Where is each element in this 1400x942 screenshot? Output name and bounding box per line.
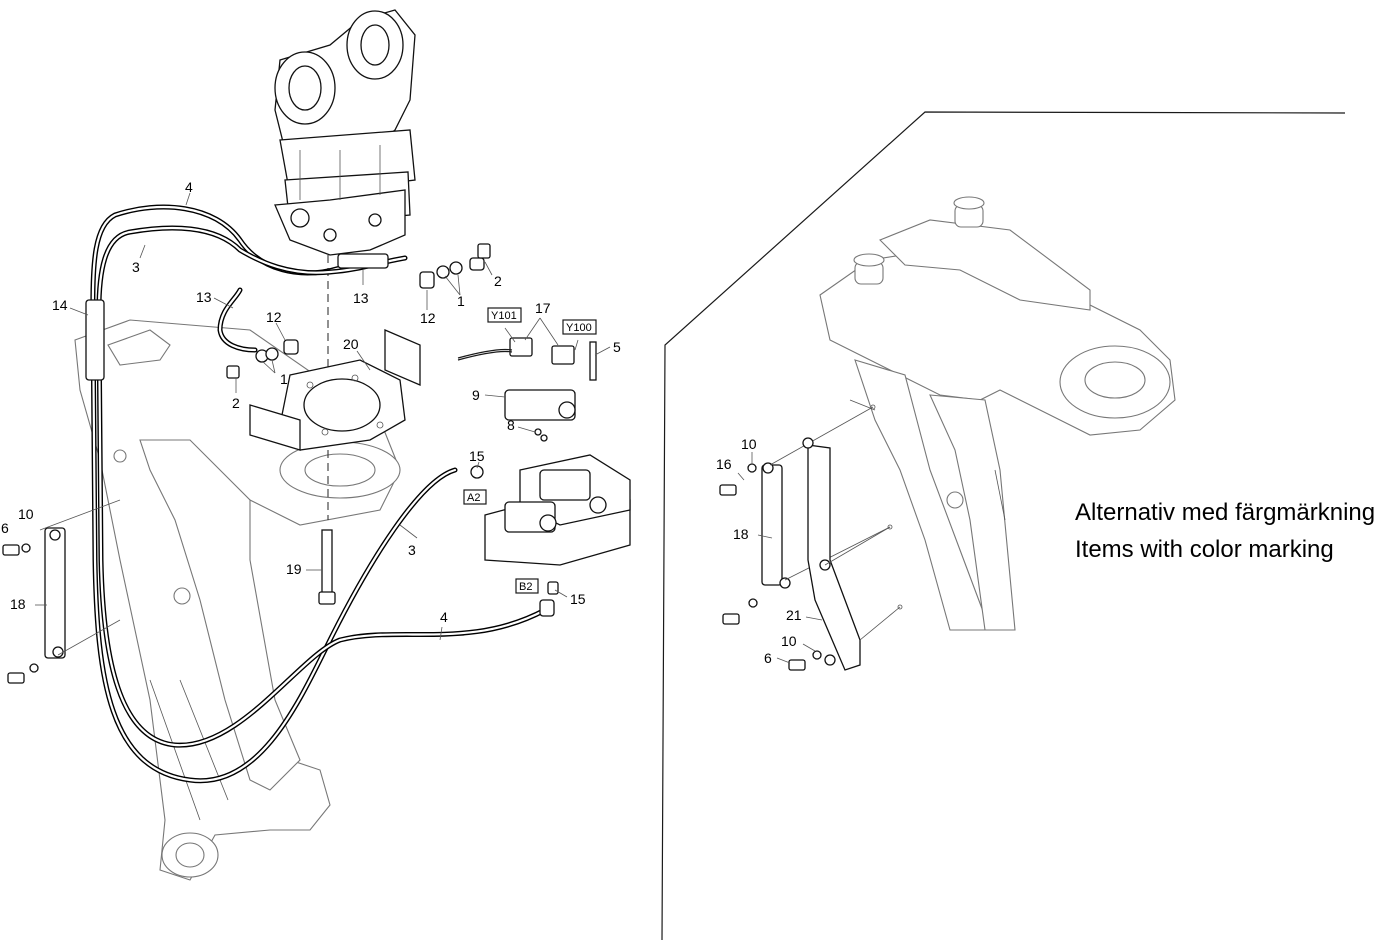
callout-13-right: 13 <box>353 290 369 306</box>
callout-14: 14 <box>52 297 68 313</box>
valve-block <box>457 337 631 617</box>
callout-19: 19 <box>286 561 302 577</box>
callout-5: 5 <box>613 339 621 355</box>
rotator <box>274 9 416 256</box>
callout-10-right-bottom: 10 <box>781 633 797 649</box>
callout-6-right: 6 <box>764 650 772 666</box>
boxed-labels: Y101 Y100 A2 B2 <box>463 307 597 594</box>
callout-1-left: 1 <box>280 371 288 387</box>
callout-9: 9 <box>472 387 480 403</box>
callout-13-left: 13 <box>196 289 212 305</box>
bolt-19 <box>318 529 336 605</box>
callout-12-right: 12 <box>420 310 436 326</box>
callout-18-right: 18 <box>733 526 749 542</box>
callouts-right: 10 16 18 21 10 6 <box>716 436 802 666</box>
bracket-18-left <box>2 527 66 684</box>
callout-10-right-top: 10 <box>741 436 757 452</box>
callout-leaders-right <box>737 452 823 664</box>
view-divider <box>661 111 1346 941</box>
callout-2-left: 2 <box>232 395 240 411</box>
crane-detail-right <box>819 196 1176 631</box>
callout-12-left: 12 <box>266 309 282 325</box>
callout-10: 10 <box>18 506 34 522</box>
label-a2: A2 <box>467 492 480 504</box>
callout-4-top: 4 <box>185 179 193 195</box>
callout-15-top: 15 <box>469 448 485 464</box>
callout-8: 8 <box>507 417 515 433</box>
callouts-left: 4 3 14 13 12 13 12 1 2 1 2 20 17 5 9 8 1… <box>1 179 621 625</box>
label-b2: B2 <box>519 581 532 593</box>
callout-17: 17 <box>535 300 551 316</box>
callout-4-bottom: 4 <box>440 609 448 625</box>
caption-swedish: Alternativ med färgmärkning <box>1075 499 1375 526</box>
callout-1-right: 1 <box>457 293 465 309</box>
callout-6: 6 <box>1 520 9 536</box>
caption-english: Items with color marking <box>1075 536 1334 563</box>
callout-3-top: 3 <box>132 259 140 275</box>
fittings-top <box>226 243 491 379</box>
callout-16-right: 16 <box>716 456 732 472</box>
hoses <box>85 204 548 784</box>
bracket-18-right <box>719 406 891 625</box>
callout-3-bottom: 3 <box>408 542 416 558</box>
callout-2-right: 2 <box>494 273 502 289</box>
callout-20: 20 <box>343 336 359 352</box>
callout-21-right: 21 <box>786 607 802 623</box>
mounting-plate <box>249 329 421 451</box>
callout-18: 18 <box>10 596 26 612</box>
callout-leaders-left <box>35 192 611 656</box>
bracket-21-right <box>788 437 901 671</box>
callout-15-bottom: 15 <box>570 591 586 607</box>
label-y101: Y101 <box>491 310 517 322</box>
label-y100: Y100 <box>566 322 592 334</box>
